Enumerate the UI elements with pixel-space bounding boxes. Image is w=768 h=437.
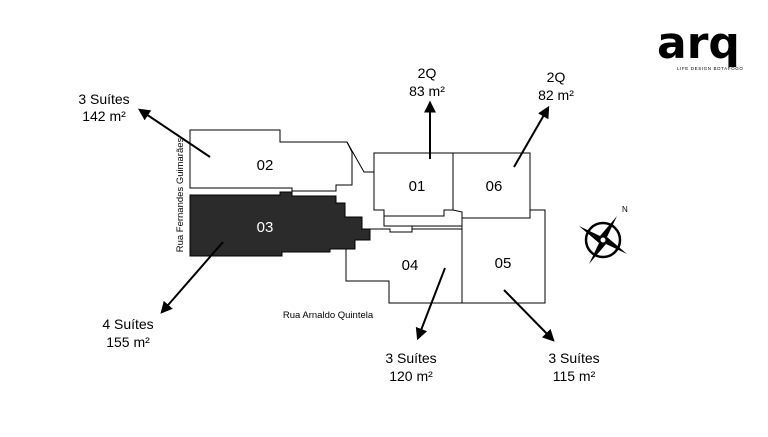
callout-unit-04: 3 Suítes 120 m²	[385, 350, 436, 384]
unit-05-number: 05	[495, 255, 512, 272]
arrow-unit-04	[415, 267, 446, 341]
callout-unit-06-type: 2Q	[547, 69, 566, 85]
arrow-unit-02	[138, 108, 211, 158]
arrow-unit-06	[513, 105, 550, 168]
callout-unit-03-area: 155 m²	[106, 334, 150, 350]
compass-needle-w	[579, 226, 603, 243]
callout-unit-01-area: 83 m²	[409, 83, 445, 99]
unit-05-outline	[461, 209, 546, 304]
callout-unit-05: 3 Suítes 115 m²	[548, 350, 599, 384]
compass-needle-s	[589, 240, 606, 264]
unit-01-number: 01	[409, 178, 426, 195]
arrow-unit-03	[160, 241, 224, 314]
callout-unit-06-area: 82 m²	[538, 87, 574, 103]
callout-unit-03-type: 4 Suítes	[102, 316, 153, 332]
compass-ring	[584, 221, 622, 259]
compass-north-label: N	[622, 205, 628, 214]
corridor-outline	[346, 141, 374, 173]
street-label-side: Rua Fernandes Guimarães	[175, 137, 186, 252]
walkway-outline	[383, 216, 462, 232]
callout-unit-01-type: 2Q	[418, 65, 437, 81]
unit-02-outline	[189, 129, 353, 192]
callout-unit-04-type: 3 Suítes	[385, 350, 436, 366]
unit-04-outline	[345, 228, 463, 304]
arrow-unit-05	[503, 289, 555, 342]
compass-rose: N	[579, 205, 628, 264]
logo-tagline: LIFE DESIGN BOTAFOGO	[677, 66, 743, 71]
callout-unit-06: 2Q 82 m²	[538, 69, 574, 103]
callout-unit-01: 2Q 83 m²	[409, 65, 445, 99]
callout-unit-02-type: 3 Suítes	[78, 91, 129, 107]
unit-06-number: 06	[486, 178, 503, 195]
unit-04-number: 04	[402, 257, 419, 274]
callout-unit-03: 4 Suítes 155 m²	[102, 316, 153, 350]
street-label-front: Rua Arnaldo Quintela	[283, 310, 374, 321]
callout-unit-05-type: 3 Suítes	[548, 350, 599, 366]
compass-needle-e	[603, 237, 627, 254]
compass-center	[599, 236, 607, 244]
callout-unit-02-area: 142 m²	[82, 108, 126, 124]
unit-03-number: 03	[257, 219, 274, 236]
callout-unit-04-area: 120 m²	[389, 368, 433, 384]
callout-unit-02: 3 Suítes 142 m²	[78, 91, 129, 124]
unit-02-number: 02	[257, 157, 274, 174]
compass-needle-n	[600, 216, 617, 240]
callout-unit-05-area: 115 m²	[553, 368, 596, 384]
unit-03-outline	[189, 191, 371, 257]
logo-mark: arq	[657, 18, 740, 69]
arq-logo: arq LIFE DESIGN BOTAFOGO	[657, 18, 743, 71]
